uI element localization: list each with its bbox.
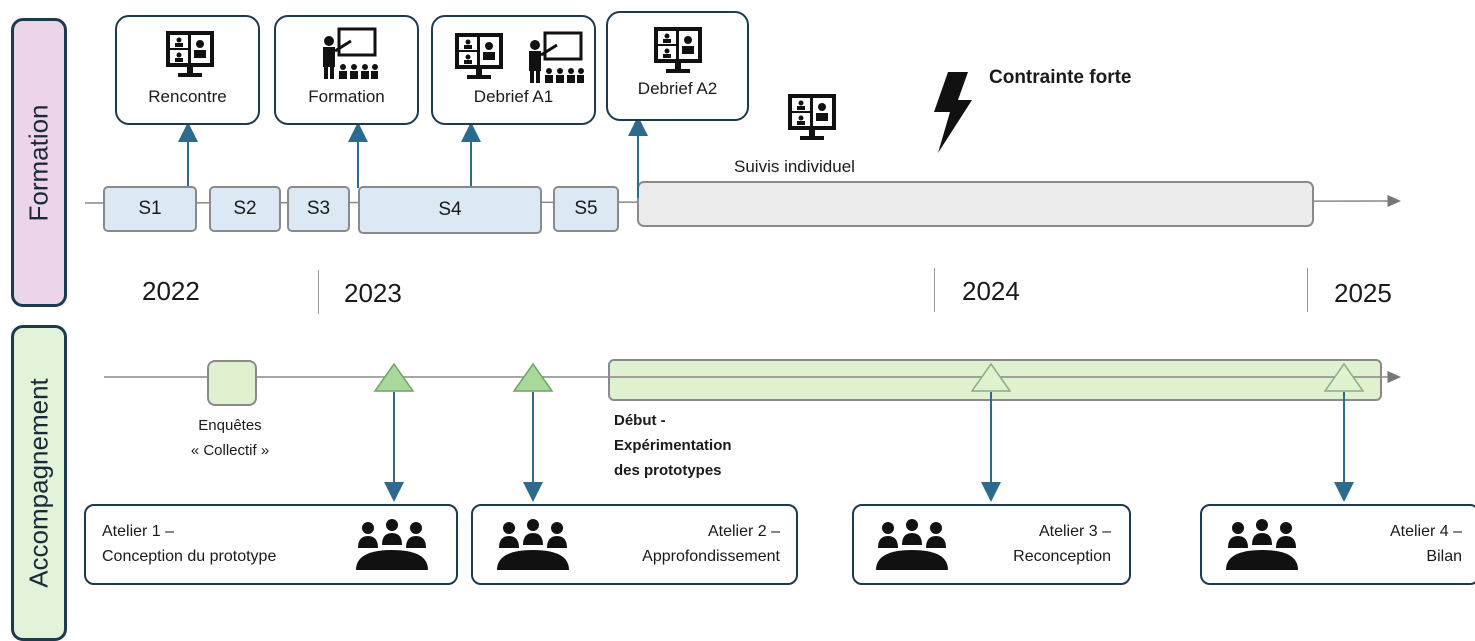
card-rencontre: Rencontre	[115, 15, 260, 125]
year-divider	[934, 268, 935, 312]
card-label: Debrief A1	[473, 87, 554, 106]
session-s1: S1	[103, 186, 197, 232]
milestone-triangle-4	[1323, 362, 1365, 392]
contrainte-label: Contrainte forte	[989, 67, 1132, 88]
atelier-4-box: Atelier 4 – Bilan	[1200, 504, 1475, 585]
atelier-3-box: Atelier 3 – Reconception	[852, 504, 1131, 585]
timeline-drawing	[84, 72, 1401, 502]
suivis-bar	[637, 181, 1314, 227]
suivis-label: Suivis individuel	[734, 157, 855, 176]
year-2025: 2025	[1334, 278, 1392, 308]
milestone-triangle-1	[373, 362, 415, 392]
formation-band: Formation	[11, 18, 67, 307]
video-conference-icon	[455, 33, 503, 79]
group-meeting-icon	[876, 519, 948, 570]
card-label: Formation	[308, 87, 385, 106]
presenter-icon	[323, 27, 378, 79]
debut-label: Début - Expérimentation des prototypes	[614, 412, 732, 479]
video-conference-icon	[654, 27, 702, 73]
year-divider	[318, 270, 319, 314]
presenter-icon	[529, 31, 584, 83]
atelier-1-text: Atelier 1 – Conception du prototype	[102, 523, 277, 565]
session-s2: S2	[209, 186, 281, 232]
atelier-1-box: Atelier 1 – Conception du prototype	[84, 504, 458, 585]
group-meeting-icon	[497, 519, 569, 570]
session-s3: S3	[287, 186, 350, 232]
accompagnement-band: Accompagnement	[11, 325, 67, 641]
group-meeting-icon	[356, 519, 428, 570]
card-debrief-a2: Debrief A2	[606, 11, 749, 121]
year-divider	[1307, 268, 1308, 312]
enquetes-square	[207, 360, 257, 406]
card-label: Rencontre	[148, 87, 227, 106]
session-s4: S4	[358, 186, 542, 234]
lightning-icon	[934, 72, 972, 153]
card-label: Debrief A2	[637, 79, 718, 98]
session-s5: S5	[553, 186, 619, 232]
enquetes-label: Enquêtes « Collectif »	[190, 417, 270, 459]
atelier-2-box: Atelier 2 – Approfondissement	[471, 504, 798, 585]
year-2024: 2024	[962, 276, 1020, 306]
year-2023: 2023	[344, 278, 402, 308]
card-debrief-a1: Debrief A1	[431, 15, 596, 125]
card-formation: Formation	[274, 15, 419, 125]
atelier-4-text: Atelier 4 – Bilan	[1389, 523, 1462, 565]
group-meeting-icon	[1226, 519, 1298, 570]
video-conference-icon	[788, 94, 836, 140]
video-conference-icon	[166, 31, 214, 77]
milestone-triangle-3	[970, 362, 1012, 392]
year-2022: 2022	[142, 276, 200, 306]
atelier-2-text: Atelier 2 – Approfondissement	[642, 523, 780, 565]
atelier-3-text: Atelier 3 – Reconception	[1013, 523, 1111, 565]
milestone-triangle-2	[512, 362, 554, 392]
